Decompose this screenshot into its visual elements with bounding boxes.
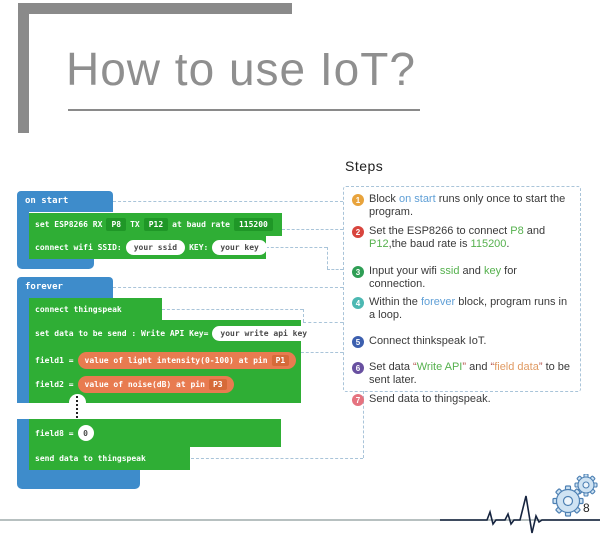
block-field2[interactable]: field2 = value of noise(dB) at pin P3 (29, 373, 301, 396)
connector-step3 (266, 247, 327, 248)
step-number-badge: 2 (352, 226, 364, 238)
connector-step3 (327, 269, 343, 270)
connector-step6 (296, 352, 343, 353)
block-forever[interactable]: forever (17, 277, 113, 298)
step-number-badge: 7 (352, 394, 364, 406)
field1-value-block[interactable]: value of light intensity(0-100) at pin P… (77, 351, 297, 369)
block-connect-wifi[interactable]: connect wifi SSID: your ssid KEY: your k… (29, 236, 267, 259)
block-label: set ESP8266 RX (35, 220, 103, 229)
step-text: Set data “Write API” and “field data” to… (369, 361, 571, 386)
block-label: send data to thingspeak (35, 454, 146, 463)
step-text: Send data to thingspeak. (369, 393, 491, 405)
rx-pin-field[interactable]: P8 (106, 218, 127, 231)
step-item: 7 Send data to thingspeak. (352, 393, 574, 406)
block-set-esp8266[interactable]: set ESP8266 RX P8 TX P12 at baud rate 11… (29, 213, 282, 236)
key-input[interactable]: your key (212, 240, 267, 255)
block-set-data[interactable]: set data to be send : Write API Key= you… (29, 320, 316, 347)
connector-step4 (113, 287, 343, 288)
step-number-badge: 3 (352, 266, 364, 278)
step-item: 5 Connect thinkspeak IoT. (352, 335, 574, 348)
decor-left-bar (18, 3, 29, 133)
step-number-badge: 1 (352, 194, 364, 206)
block-label: KEY: (189, 243, 209, 252)
step-text: Block on start runs only once to start t… (369, 193, 566, 218)
block-label: field1 = (35, 355, 74, 365)
block-label: value of light intensity(0-100) at pin (84, 355, 268, 365)
block-field-hidden-row (29, 396, 301, 403)
heartbeat-icon (440, 495, 600, 534)
step-text: Within the forever block, program runs i… (369, 296, 568, 321)
title-underline (68, 109, 420, 111)
ellipsis-dotted-line (76, 396, 78, 422)
connector-step5 (303, 309, 304, 322)
ssid-input[interactable]: your ssid (125, 240, 186, 255)
field1-pin-field[interactable]: P1 (271, 354, 290, 366)
tx-pin-field[interactable]: P12 (143, 218, 169, 231)
steps-heading: Steps (345, 158, 384, 174)
field8-value-input[interactable]: 0 (77, 425, 94, 441)
block-label: TX (130, 220, 140, 229)
step-number-badge: 4 (352, 297, 364, 309)
block-field8[interactable]: field8 = 0 (29, 419, 281, 447)
field2-pin-field[interactable]: P3 (208, 379, 227, 390)
step-text: Set the ESP8266 to connect P8 and P12,th… (369, 225, 546, 250)
gears-icon (552, 474, 598, 517)
ellipsis-gap (0, 403, 322, 419)
block-label: field2 = (35, 380, 74, 389)
step-item: 6 Set data “Write API” and “field data” t… (352, 361, 574, 387)
step-number-badge: 6 (352, 362, 364, 374)
connector-step3 (327, 247, 328, 269)
field2-value-block[interactable]: value of noise(dB) at pin P3 (77, 376, 234, 393)
block-label: connect thingspeak (35, 304, 122, 314)
step-number-badge: 5 (352, 336, 364, 348)
connector-step7 (191, 458, 363, 459)
block-on-start-spine (17, 212, 29, 259)
step-text: Connect thinkspeak IoT. (369, 335, 487, 347)
step-text: Input your wifi ssid and key for connect… (369, 265, 517, 290)
block-send-data[interactable]: send data to thingspeak (29, 447, 190, 470)
block-on-start-footer (17, 259, 94, 269)
block-label: field8 = (35, 428, 74, 438)
step-item: 3 Input your wifi ssid and key for connec… (352, 265, 574, 291)
block-label: connect wifi SSID: (35, 243, 122, 252)
baud-rate-field[interactable]: 115200 (233, 218, 273, 231)
step-item: 2 Set the ESP8266 to connect P8 and P12,t… (352, 225, 574, 251)
write-api-key-input[interactable]: your write api key (212, 326, 316, 341)
connector-step5 (303, 322, 343, 323)
step-item: 1 Block on start runs only once to start … (352, 193, 574, 219)
steps-list: 1 Block on start runs only once to start … (352, 193, 574, 406)
block-field1[interactable]: field1 = value of light intensity(0-100)… (29, 347, 301, 373)
block-forever-spine (17, 298, 29, 470)
block-forever-footer (17, 470, 140, 489)
footer-divider-line (0, 519, 600, 521)
connector-step5 (162, 309, 303, 310)
step-item: 4 Within the forever block, program runs … (352, 296, 574, 322)
block-label: value of noise(dB) at pin (84, 380, 205, 389)
connector-step2 (282, 229, 343, 230)
block-label: at baud rate (172, 220, 230, 229)
block-label: set data to be send : Write API Key= (35, 329, 209, 338)
block-connect-thingspeak[interactable]: connect thingspeak (29, 298, 162, 320)
page-title: How to use IoT? (66, 43, 416, 95)
steps-panel: 1 Block on start runs only once to start … (343, 186, 581, 406)
connector-step1 (113, 201, 343, 202)
decor-top-bar (18, 3, 292, 14)
block-on-start[interactable]: on start (17, 191, 113, 212)
connector-step7 (363, 391, 364, 458)
page-number: 8 (583, 501, 590, 515)
